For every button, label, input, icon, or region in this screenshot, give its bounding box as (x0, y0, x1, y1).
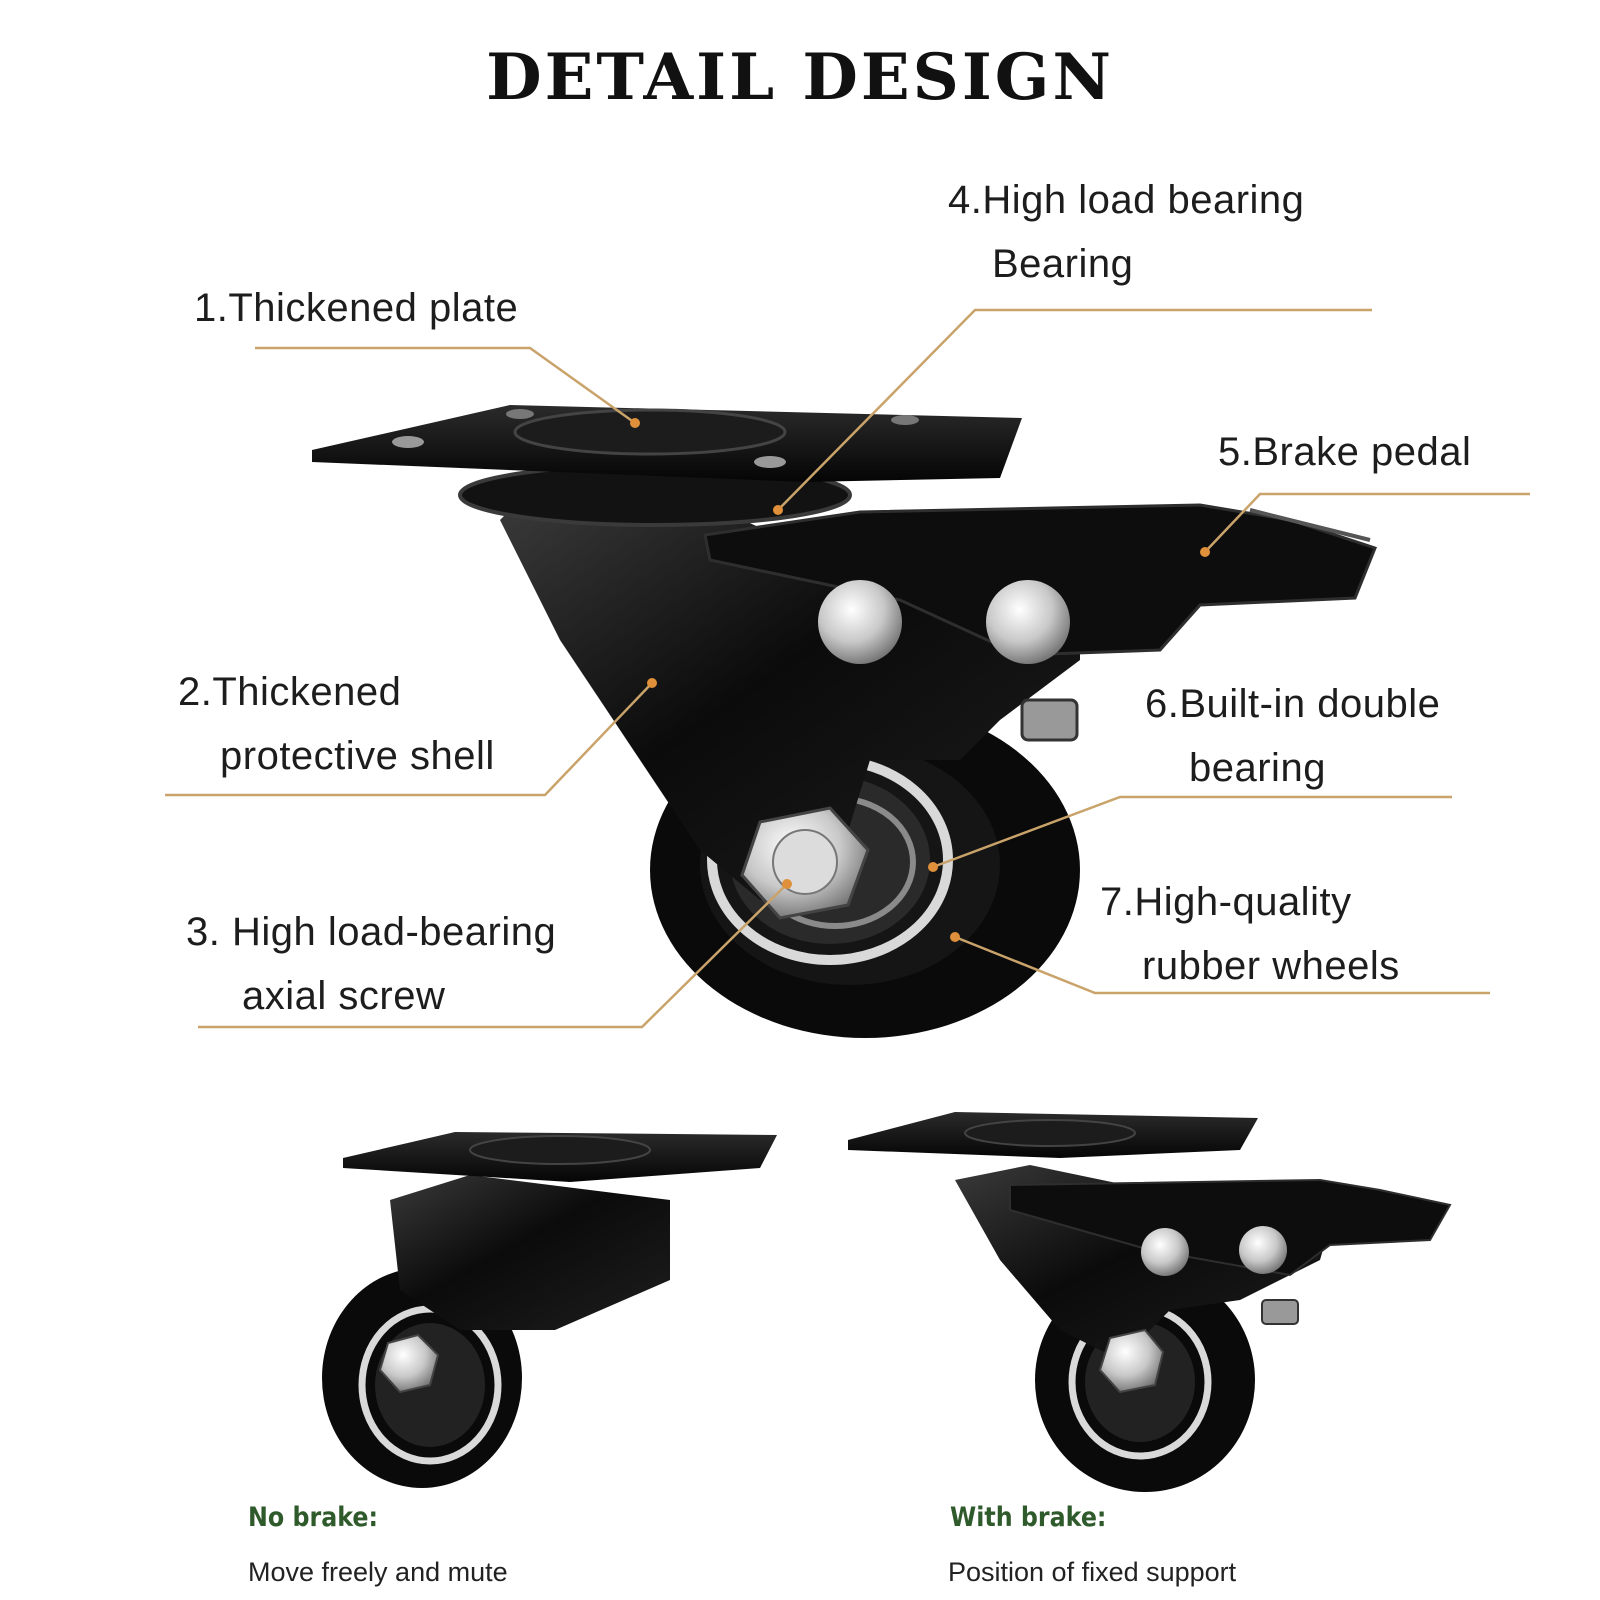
label-protective-shell-line2: protective shell (220, 734, 495, 778)
label-brake-pedal: 5.Brake pedal (1218, 420, 1471, 484)
caster-no-brake (322, 1132, 777, 1488)
leader-pedal (1204, 492, 1530, 553)
caster-with-brake (848, 1112, 1452, 1492)
label-double-bearing-line1: 6.Built-in double (1145, 682, 1441, 726)
with-brake-text: Position of fixed support (948, 1557, 1237, 1587)
leader-lines (165, 308, 1530, 1029)
leader-double (932, 795, 1452, 869)
no-brake-text: Move freely and mute (248, 1557, 508, 1587)
label-thickened-plate-text: 1.Thickened plate (194, 286, 519, 330)
leader-wheel (954, 935, 1490, 995)
leader-screw (198, 883, 788, 1029)
label-double-bearing-line2: bearing (1189, 746, 1326, 790)
leader-bearing (777, 308, 1372, 511)
label-axial-screw-line1: 3. High load-bearing (186, 910, 557, 954)
label-load-bearing-line2: Bearing (992, 242, 1134, 286)
no-brake-title: No brake: (248, 1502, 379, 1533)
label-load-bearing-line1: 4.High load bearing (948, 178, 1305, 222)
main-caster (312, 405, 1377, 1038)
label-axial-screw-line2: axial screw (242, 974, 446, 1018)
label-protective-shell-line1: 2.Thickened (178, 670, 402, 714)
label-rubber-wheels-line1: 7.High-quality (1100, 880, 1352, 924)
label-axial-screw: 3. High load-bearing axial screw (186, 900, 556, 1028)
label-rubber-wheels-line2: rubber wheels (1142, 944, 1400, 988)
label-protective-shell: 2.Thickened protective shell (178, 660, 495, 788)
label-double-bearing: 6.Built-in double bearing (1145, 672, 1440, 800)
label-load-bearing: 4.High load bearing Bearing (948, 168, 1304, 296)
label-rubber-wheels: 7.High-quality rubber wheels (1100, 870, 1400, 998)
with-brake-title: With brake: (950, 1502, 1107, 1533)
leader-plate (255, 346, 636, 425)
leader-dots (630, 418, 1210, 942)
label-brake-pedal-text: 5.Brake pedal (1218, 430, 1472, 474)
label-thickened-plate: 1.Thickened plate (194, 276, 518, 340)
page-title: DETAIL DESIGN (486, 40, 1114, 115)
leader-shell (165, 682, 653, 797)
